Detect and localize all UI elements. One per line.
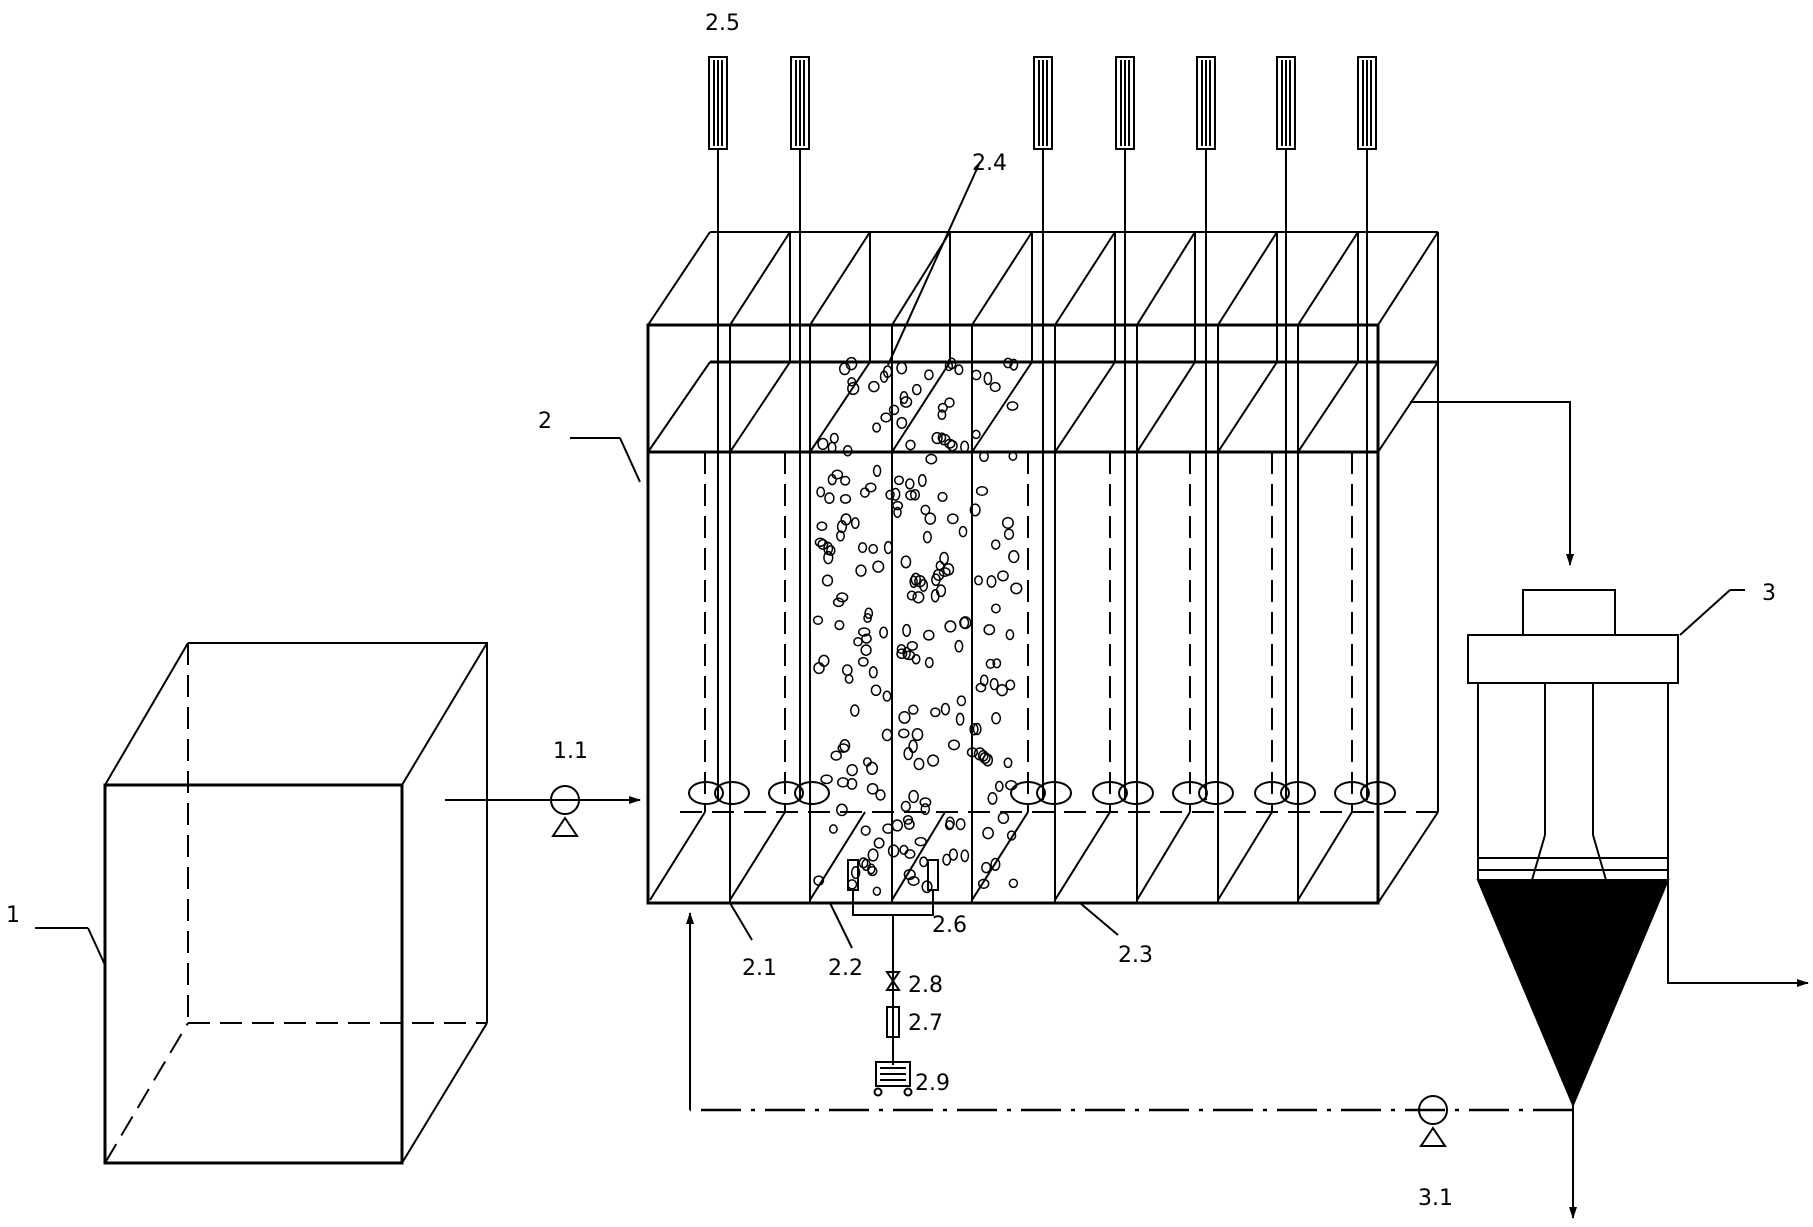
label-pump-in: 1.1 <box>553 739 588 764</box>
electrode-rod <box>790 56 810 800</box>
tank-1 <box>103 642 488 1165</box>
air-supply <box>873 915 913 1097</box>
stirrers <box>688 781 1396 805</box>
label-pump-return: 3.1 <box>1418 1186 1453 1211</box>
label-part-2-6: 2.6 <box>932 913 967 938</box>
label-reactor: 2 <box>538 409 552 434</box>
label-part-2-1: 2.1 <box>742 956 777 981</box>
label-separator: 3 <box>1762 581 1776 606</box>
pump-3-1 <box>1418 1095 1448 1147</box>
pump-1-1 <box>550 785 580 837</box>
label-part-2-9: 2.9 <box>915 1071 950 1096</box>
label-part-2-8: 2.8 <box>908 973 943 998</box>
electrode-rod <box>1196 56 1216 800</box>
label-part-2-5: 2.5 <box>705 11 740 36</box>
label-tank: 1 <box>6 903 20 928</box>
reactor-2 <box>646 231 1439 905</box>
gas-bubbles <box>812 356 1023 896</box>
electrode-rod <box>1115 56 1135 800</box>
electrode-rod <box>708 56 728 800</box>
electrode-rod <box>1357 56 1377 800</box>
electrode-rods <box>708 56 1377 800</box>
label-part-2-3: 2.3 <box>1118 943 1153 968</box>
separator-3 <box>1467 589 1679 1108</box>
electrode-rod <box>1276 56 1296 800</box>
electrode-rod <box>1033 56 1053 800</box>
label-part-2-7: 2.7 <box>908 1011 943 1036</box>
label-part-2-4: 2.4 <box>972 151 1007 176</box>
label-part-2-2: 2.2 <box>828 956 863 981</box>
